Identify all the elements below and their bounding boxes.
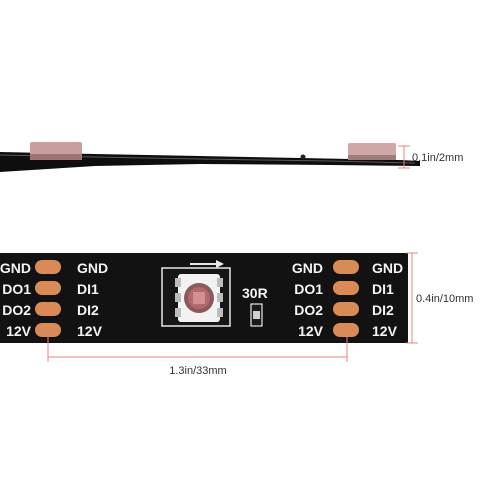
- left-pad-column: [35, 260, 61, 337]
- side-led-left-shade: [30, 154, 82, 160]
- side-led-right-shade: [348, 155, 396, 160]
- left-pad-label-do1: DO1: [2, 281, 31, 297]
- right-pad-label-do2: DO2: [294, 302, 323, 318]
- solder-pad: [333, 281, 359, 295]
- right-inner-label-di1: DI1: [372, 281, 394, 297]
- solder-pad: [333, 323, 359, 337]
- right-inner-label-12v: 12V: [372, 323, 398, 339]
- length-dimension: 1.3in/33mm: [47, 333, 348, 377]
- left-pad-label-gnd: GND: [0, 260, 31, 276]
- left-inner-label-di2: DI2: [77, 302, 99, 318]
- solder-pad: [35, 323, 61, 337]
- strip-top-view: GND DO1 DO2 12V GND DI1 DI2 12V 30R: [0, 253, 408, 343]
- right-pad-label-do1: DO1: [294, 281, 323, 297]
- resistor: [250, 303, 263, 327]
- right-inner-label-di2: DI2: [372, 302, 394, 318]
- strip-side-view: [0, 142, 420, 172]
- solder-pad: [35, 281, 61, 295]
- data-direction-arrow-icon: [190, 260, 224, 268]
- right-inner-label-gnd: GND: [372, 260, 403, 276]
- solder-pad: [333, 302, 359, 316]
- side-component-dot: [300, 154, 306, 160]
- left-inner-label-12v: 12V: [77, 323, 103, 339]
- resistor-label: 30R: [242, 285, 268, 301]
- width-dimension: 0.4in/10mm: [406, 252, 473, 344]
- right-pad-label-12v: 12V: [298, 323, 324, 339]
- solder-pad: [35, 302, 61, 316]
- thickness-label: 0.1in/2mm: [412, 152, 463, 164]
- thickness-dimension: 0.1in/2mm: [398, 145, 463, 169]
- left-inner-label-gnd: GND: [77, 260, 108, 276]
- right-pad-column: [333, 260, 359, 337]
- solder-pad: [35, 260, 61, 274]
- length-label: 1.3in/33mm: [169, 365, 226, 377]
- width-label: 0.4in/10mm: [416, 293, 473, 305]
- right-pad-label-gnd: GND: [292, 260, 323, 276]
- left-inner-label-di1: DI1: [77, 281, 99, 297]
- left-pad-label-do2: DO2: [2, 302, 31, 318]
- rgb-led-5050: [161, 267, 231, 327]
- left-pad-label-12v: 12V: [6, 323, 32, 339]
- solder-pad: [333, 260, 359, 274]
